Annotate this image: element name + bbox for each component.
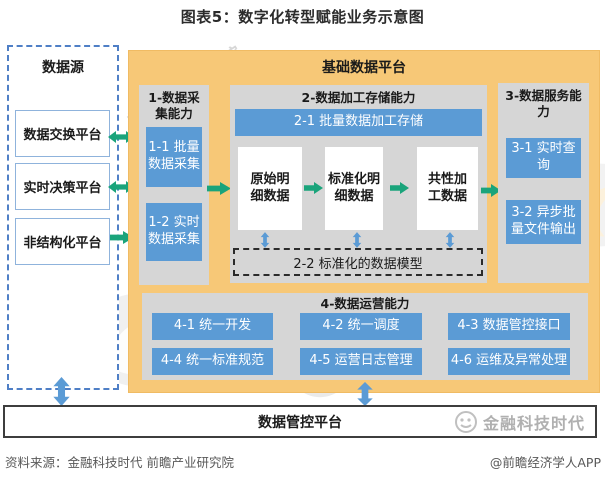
box-3-1-realtime-query: 3-1 实时查询 — [506, 138, 581, 178]
data-control-platform-bar: 数据管控平台 金融科技时代 — [3, 405, 597, 438]
arrow-double-vertical-icon — [445, 232, 455, 248]
arrow-double-vertical-icon — [356, 382, 374, 406]
section-data-service: 3-数据服务能力 3-1 实时查询 3-2 异步批量文件输出 — [498, 83, 589, 283]
box-1-2-realtime-collection: 1-2 实时数据采集 — [146, 203, 202, 261]
fintech-watermark: 金融科技时代 — [454, 407, 585, 436]
box-4-4-unified-standards: 4-4 统一标准规范 — [152, 348, 273, 375]
section1-title: 1-数据采集能力 — [148, 90, 200, 122]
fintech-watermark-text: 金融科技时代 — [482, 413, 585, 433]
section-data-processing-storage: 2-数据加工存储能力 2-1 批量数据加工存储 原始明细数据 标准化明细数据 共… — [230, 85, 487, 283]
fintech-logo-icon — [454, 410, 477, 433]
arrow-double-horizontal-icon — [108, 180, 134, 194]
data-source-panel: 数据源 数据交换平台 实时决策平台 非结构化平台 — [7, 45, 119, 390]
arrow-right-icon — [481, 183, 501, 198]
section4-title: 4-数据运营能力 — [320, 296, 410, 311]
data-source-title: 数据源 — [42, 60, 84, 76]
unstructured-platform-box: 非结构化平台 — [15, 218, 110, 265]
base-data-platform-title: 基础数据平台 — [322, 60, 406, 76]
arrow-right-icon — [207, 181, 231, 196]
box-2-2-standardized-data-model: 2-2 标准化的数据模型 — [233, 248, 483, 276]
arrow-right-icon — [304, 181, 323, 195]
box-3-2-async-batch-output: 3-2 异步批量文件输出 — [506, 200, 581, 244]
data-exchange-platform-box: 数据交换平台 — [15, 110, 110, 157]
section-data-operation: 4-数据运营能力 4-1 统一开发 4-2 统一调度 4-3 数据管控接口 4-… — [142, 293, 588, 380]
box-raw-detail-data: 原始明细数据 — [238, 147, 302, 230]
section3-title: 3-数据服务能力 — [505, 88, 582, 120]
section2-title: 2-数据加工存储能力 — [301, 90, 416, 105]
arrow-right-icon — [390, 181, 409, 195]
credit-note: @前瞻经济学人APP — [489, 455, 601, 470]
data-control-platform-label: 数据管控平台 — [258, 414, 342, 431]
realtime-decision-platform-box: 实时决策平台 — [15, 163, 110, 210]
box-2-1-batch-processing-storage: 2-1 批量数据加工存储 — [235, 109, 482, 136]
box-common-processed-data: 共性加工数据 — [417, 147, 478, 230]
box-4-5-operation-log-management: 4-5 运营日志管理 — [300, 348, 422, 375]
box-standardized-detail-data: 标准化明细数据 — [325, 147, 383, 230]
box-4-6-maintenance-exception-handling: 4-6 运维及异常处理 — [448, 348, 570, 375]
arrow-double-vertical-icon — [352, 232, 362, 248]
arrow-double-horizontal-icon — [108, 130, 134, 144]
page-title: 图表5：数字化转型赋能业务示意图 — [180, 8, 425, 26]
source-note: 资料来源：金融科技时代 前瞻产业研究院 — [5, 455, 234, 470]
box-1-1-batch-collection: 1-1 批量数据采集 — [146, 127, 202, 187]
arrow-double-vertical-icon — [260, 232, 270, 248]
arrow-double-vertical-icon — [52, 377, 71, 406]
box-4-1-unified-development: 4-1 统一开发 — [152, 313, 273, 340]
section-data-collection: 1-数据采集能力 1-1 批量数据采集 1-2 实时数据采集 — [139, 85, 209, 285]
box-4-3-data-control-interface: 4-3 数据管控接口 — [448, 313, 570, 340]
box-4-2-unified-scheduling: 4-2 统一调度 — [300, 313, 422, 340]
